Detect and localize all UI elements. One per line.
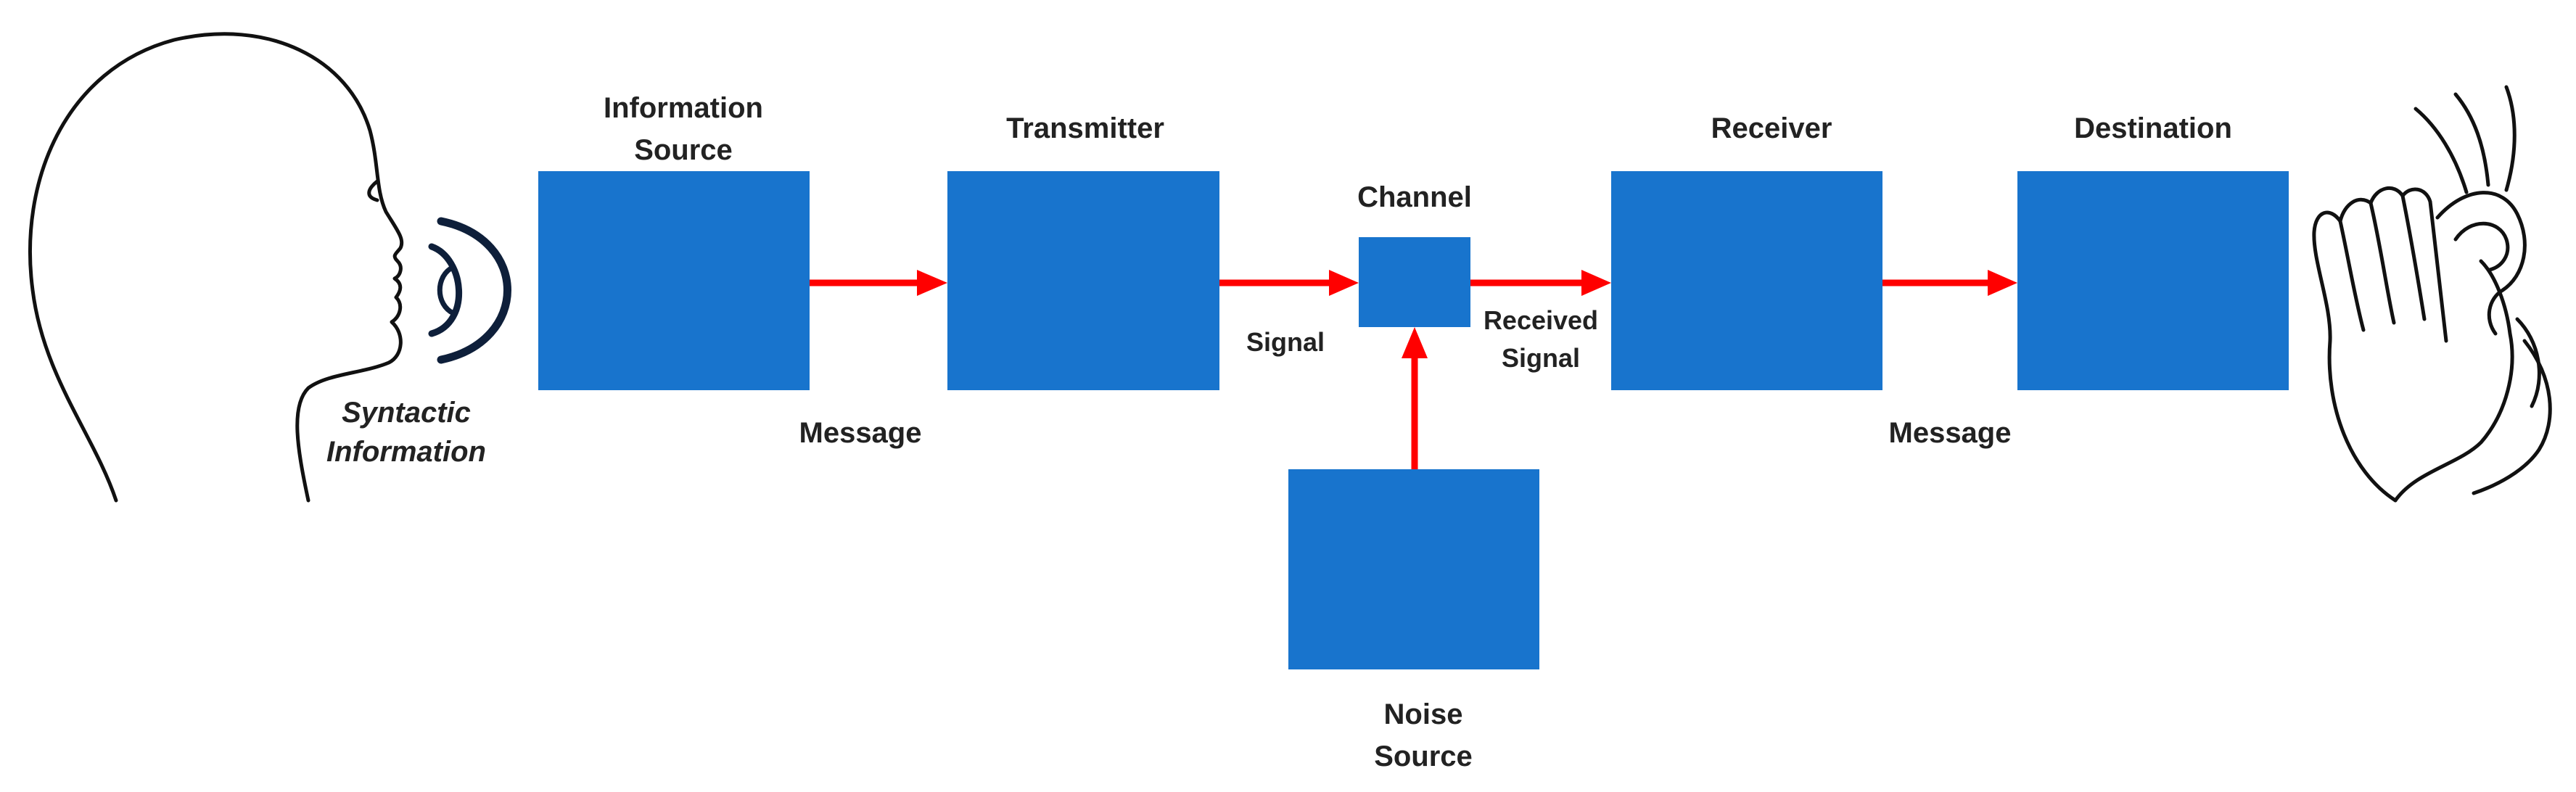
- information-source-label-line2: Source: [634, 134, 733, 166]
- receiver-label: Receiver: [1711, 112, 1832, 144]
- arrow-noise-to-channel: [1402, 327, 1428, 469]
- information-source-label-line1: Information: [604, 92, 763, 124]
- speaker-caption-line1: Syntactic: [342, 397, 471, 429]
- transmitter-block: [947, 171, 1219, 390]
- arrow-receiver-to-destination: [1882, 270, 2017, 296]
- channel-block: [1359, 237, 1470, 327]
- arrow-source-to-transmitter: [810, 270, 947, 296]
- destination-label: Destination: [2074, 112, 2232, 144]
- information-source-block: [538, 171, 810, 390]
- transmitter-label: Transmitter: [1006, 112, 1164, 144]
- noise-source-label-line2: Source: [1374, 741, 1473, 772]
- listening-ear-hand-icon: [2312, 85, 2552, 503]
- arrow-channel-to-receiver: [1470, 270, 1611, 296]
- destination-block: [2017, 171, 2289, 390]
- noise-source-label-line1: Noise: [1384, 698, 1463, 730]
- edge-label-message-2: Message: [1889, 417, 2012, 449]
- channel-label: Channel: [1357, 181, 1472, 213]
- arrow-transmitter-to-channel: [1219, 270, 1359, 296]
- noise-source-block: [1288, 469, 1539, 669]
- edge-label-received-line1: Received: [1484, 305, 1598, 335]
- receiver-block: [1611, 171, 1882, 390]
- sound-wave-icon: [428, 217, 511, 364]
- edge-label-signal: Signal: [1246, 327, 1325, 357]
- speaking-head-icon: [28, 32, 404, 503]
- edge-label-received-line2: Signal: [1502, 343, 1580, 373]
- edge-label-message-1: Message: [799, 417, 922, 449]
- speaker-caption-line2: Information: [326, 436, 486, 468]
